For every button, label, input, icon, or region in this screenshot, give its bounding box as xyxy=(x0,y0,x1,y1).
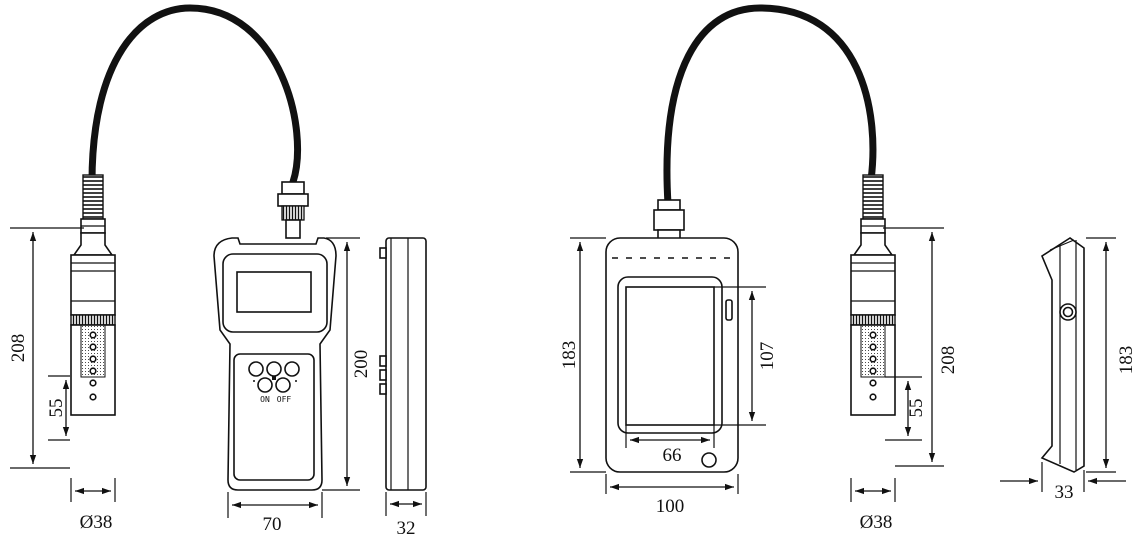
probe-left-tip-dimension: 55 xyxy=(46,375,70,441)
meter-handheld-display xyxy=(236,271,312,313)
probe-left-length-dimension: 208 xyxy=(8,227,84,469)
meter-tablet-screen-width-label: 66 xyxy=(663,445,682,466)
probe-left-length-label: 208 xyxy=(8,334,29,363)
probe-right-length-label: 208 xyxy=(938,346,959,375)
meter-handheld-front: ON OFF xyxy=(213,181,337,491)
probe-left xyxy=(70,174,116,416)
cable-left xyxy=(88,4,302,186)
probe-left-tip-label: 55 xyxy=(46,399,67,418)
meter-tablet-screen-width-dimension: 66 xyxy=(625,425,715,466)
key-label-off: OFF xyxy=(277,395,292,404)
meter-tablet-screen-height-dimension: 107 xyxy=(714,286,778,426)
meter-tablet-side-height-dimension: 183 xyxy=(1086,237,1137,473)
key-button-2[interactable] xyxy=(266,361,282,377)
meter-tablet-screen xyxy=(625,286,715,426)
key-label-on: ON xyxy=(260,395,270,404)
key-button-1[interactable] xyxy=(248,361,264,377)
meter-tablet-side xyxy=(1040,237,1085,473)
probe-right-tip-dimension: 55 xyxy=(885,376,927,441)
meter-tablet-home-button[interactable] xyxy=(701,452,717,468)
cable-right xyxy=(663,4,877,208)
meter-tablet-width-label: 100 xyxy=(656,496,685,517)
meter-handheld-depth-dimension: 32 xyxy=(385,492,427,539)
meter-handheld-side xyxy=(379,237,427,491)
meter-handheld-height-dimension: 200 xyxy=(322,237,372,491)
meter-handheld-keypad xyxy=(233,353,315,481)
meter-tablet-side-height-label: 183 xyxy=(1116,346,1137,375)
key-button-on[interactable] xyxy=(257,377,273,393)
meter-handheld-width-dimension: 70 xyxy=(227,492,323,535)
probe-right-tip-label: 55 xyxy=(906,399,927,418)
meter-tablet-width-dimension: 100 xyxy=(605,474,739,517)
probe-right-diameter-dimension: Ø38 xyxy=(850,478,896,533)
probe-left-diameter-dimension: Ø38 xyxy=(70,478,116,533)
key-button-3[interactable] xyxy=(284,361,300,377)
meter-handheld-depth-label: 32 xyxy=(397,518,416,539)
probe-right xyxy=(850,174,896,416)
meter-handheld-width-label: 70 xyxy=(263,514,282,535)
meter-tablet-side-depth-label: 33 xyxy=(1055,482,1074,503)
meter-tablet-side-depth-dimension: 33 xyxy=(1000,462,1126,503)
meter-tablet-height-label: 183 xyxy=(559,341,580,370)
probe-right-length-dimension: 208 xyxy=(883,227,959,467)
meter-tablet-front xyxy=(605,199,739,473)
meter-tablet-screen-height-label: 107 xyxy=(757,342,778,371)
key-button-off[interactable] xyxy=(275,377,291,393)
probe-right-diameter-label: Ø38 xyxy=(860,512,893,533)
meter-tablet-height-dimension: 183 xyxy=(559,237,606,473)
probe-left-diameter-label: Ø38 xyxy=(80,512,113,533)
meter-handheld-height-label: 200 xyxy=(351,350,372,379)
